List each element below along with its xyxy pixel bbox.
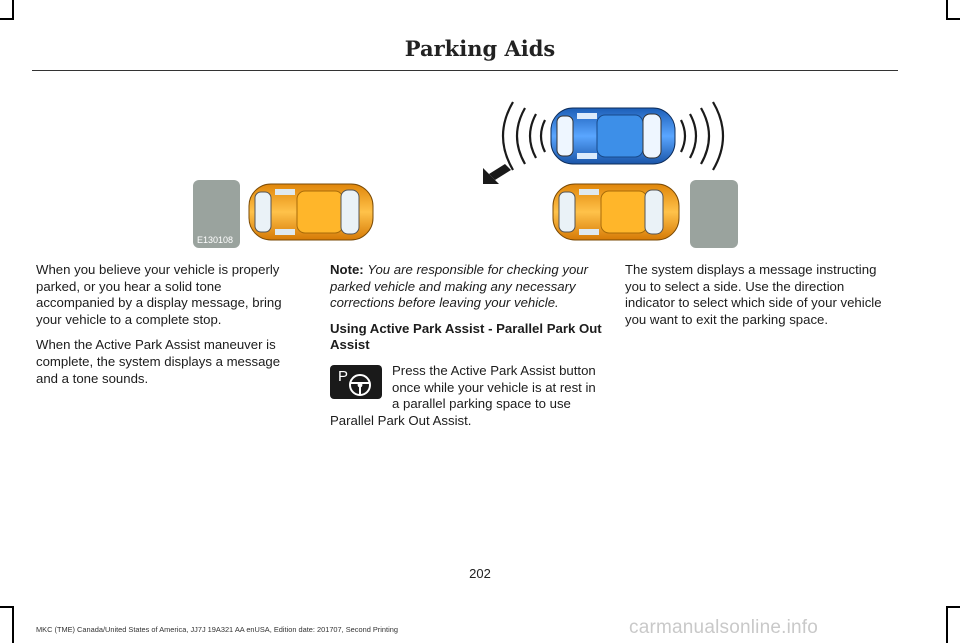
footer-edition-info: MKC (TME) Canada/United States of Americ… [36, 625, 398, 634]
parked-car-right [552, 183, 680, 241]
sensor-waves-left [502, 101, 546, 171]
column-3: The system displays a message instructin… [625, 262, 897, 337]
note: Note: You are responsible for checking y… [330, 262, 602, 312]
blue-car [550, 107, 676, 165]
crop-mark [946, 0, 948, 20]
column-2: Note: You are responsible for checking y… [330, 262, 602, 429]
crop-mark [946, 606, 948, 643]
crop-mark [12, 606, 14, 643]
exit-direction-arrow-icon [483, 164, 511, 184]
page-title: Parking Aids [404, 36, 556, 61]
curb-left [193, 180, 240, 248]
active-park-assist-icon: P [330, 364, 382, 399]
parked-car-left [248, 183, 374, 241]
figure-id: E130108 [197, 235, 234, 245]
curb-right [690, 180, 738, 248]
paragraph: When you believe your vehicle is properl… [36, 262, 282, 327]
crop-mark [12, 0, 14, 20]
title-divider [32, 70, 898, 71]
crop-mark [0, 18, 14, 20]
button-instruction: P Press the Active Park Assist button on… [330, 363, 602, 429]
svg-text:P: P [338, 368, 348, 385]
page-number: 202 [469, 566, 491, 581]
crop-mark [946, 606, 960, 608]
crop-mark [0, 606, 14, 608]
crop-mark [946, 18, 960, 20]
section-heading: Using Active Park Assist - Parallel Park… [330, 320, 602, 353]
watermark: carmanualsonline.info [629, 617, 819, 638]
sensor-waves-right [680, 101, 724, 171]
paragraph: Press the Active Park Assist button once… [330, 362, 596, 428]
column-1: When you believe your vehicle is properl… [36, 262, 298, 396]
paragraph: The system displays a message instructin… [625, 262, 882, 327]
note-text: You are responsible for checking your pa… [330, 262, 589, 311]
paragraph: When the Active Park Assist maneuver is … [36, 337, 281, 386]
parallel-park-out-illustration [193, 101, 738, 248]
note-label: Note: [330, 262, 364, 277]
